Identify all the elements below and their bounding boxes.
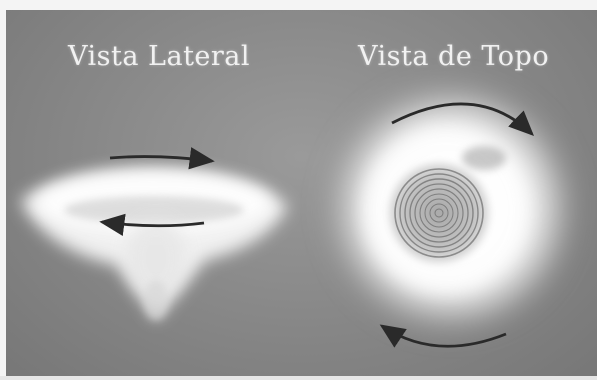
side-view-vortex <box>20 168 288 320</box>
side-view-title: Vista Lateral <box>68 41 250 72</box>
clockwise-arrow-upper <box>110 157 212 161</box>
top-view-vortex <box>326 83 576 333</box>
top-view-title: Vista de Topo <box>358 41 549 72</box>
vortex-photograph: Vista Lateral Vista de Topo <box>6 10 597 376</box>
bottom-border <box>0 376 597 380</box>
